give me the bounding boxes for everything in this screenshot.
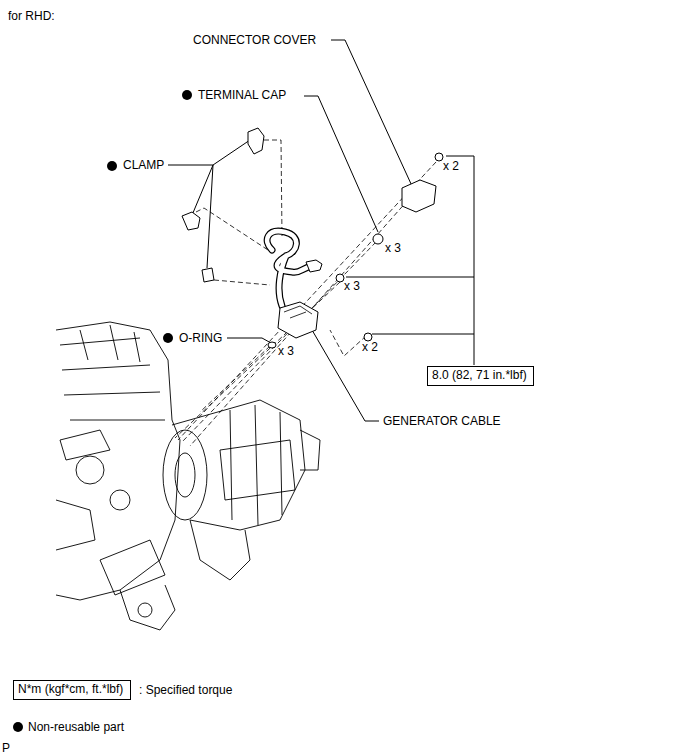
leader-line: [190, 165, 213, 220]
leader-line: [227, 338, 271, 343]
connector-cover: [402, 180, 436, 212]
legend-text: : Specified torque: [139, 683, 232, 697]
box-text: N*m (kgf*cm, ft.*lbf): [14, 681, 130, 697]
legend-text: Non-reusable part: [28, 720, 124, 734]
leader-line: [207, 165, 213, 268]
part-name: TERMINAL CAP: [198, 88, 286, 102]
legend-torque-box: N*m (kgf*cm, ft.*lbf): [13, 680, 131, 700]
alignment-line: [190, 200, 408, 446]
quantity: x 2: [443, 159, 459, 173]
alignment-line: [256, 140, 282, 236]
quantity: x 3: [344, 279, 360, 293]
alignment-line: [200, 346, 270, 412]
bolt-part: [268, 153, 443, 348]
leader-line: [168, 140, 250, 165]
clamp-part: [182, 128, 264, 282]
part-name: CLAMP: [123, 158, 164, 172]
alignment-line: [330, 330, 366, 356]
title: for RHD:: [8, 9, 55, 23]
alignment-line: [196, 208, 268, 250]
box-text: 8.0 (82, 71 in.*lbf): [428, 367, 533, 383]
torque-box: 8.0 (82, 71 in.*lbf): [427, 366, 534, 386]
part-name: O-RING: [179, 331, 222, 345]
engine-transmission: [56, 322, 320, 630]
quantity: x 3: [385, 241, 401, 255]
leader-line: [331, 40, 412, 186]
part-name: CONNECTOR COVER: [193, 33, 316, 47]
page-mark: P: [2, 741, 10, 755]
torque-leader: [372, 334, 474, 335]
alignment-line: [175, 282, 340, 438]
quantity: x 3: [278, 344, 294, 358]
non-reusable-mark: [13, 90, 192, 732]
leader-line: [312, 330, 379, 421]
leader-line: [304, 96, 378, 232]
torque-leader: [346, 277, 474, 278]
quantity: x 2: [362, 340, 378, 354]
part-name: GENERATOR CABLE: [383, 414, 501, 428]
generator-cable: [267, 231, 322, 338]
alignment-line: [214, 280, 270, 285]
